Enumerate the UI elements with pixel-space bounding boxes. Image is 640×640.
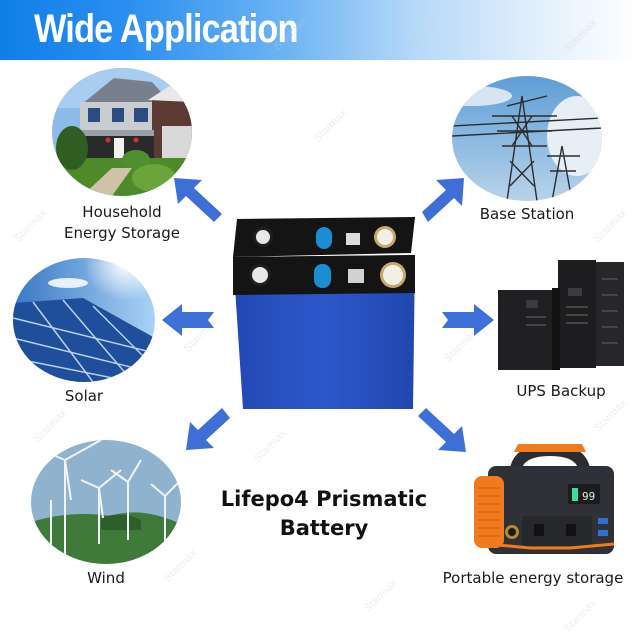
household-image xyxy=(52,68,192,196)
arrow-to-ups-icon xyxy=(442,304,494,336)
watermark: Starmax xyxy=(11,207,50,245)
base-station-image xyxy=(452,76,602,201)
arrow-to-household-icon xyxy=(174,178,222,222)
portable-label-text: Portable energy storage xyxy=(442,569,624,587)
base-station-label-text: Base Station xyxy=(479,205,575,223)
watermark: Starmax xyxy=(311,107,350,145)
watermark: Starmax xyxy=(361,577,400,615)
arrow-to-wind-icon xyxy=(186,408,230,450)
product-name-line1: Lifepo4 Prismatic xyxy=(220,487,428,511)
product-name: Lifepo4 Prismatic Battery xyxy=(212,485,436,543)
base-station-label: Base Station xyxy=(452,204,602,225)
ups-label-text: UPS Backup xyxy=(516,382,606,400)
solar-label: Solar xyxy=(13,386,155,407)
battery-image xyxy=(225,213,420,409)
portable-label: Portable energy storage xyxy=(430,568,636,589)
arrow-to-solar-icon xyxy=(162,304,214,336)
household-label-line2: Energy Storage xyxy=(64,224,180,242)
watermark: Starmax xyxy=(251,427,290,465)
portable-image: 99 xyxy=(470,440,620,558)
watermark: Starmax xyxy=(561,597,600,635)
arrow-to-base-station-icon xyxy=(422,178,464,222)
ups-image xyxy=(496,258,626,370)
wind-image xyxy=(31,440,181,564)
wind-label-text: Wind xyxy=(87,569,125,587)
household-label: Household Energy Storage xyxy=(52,202,192,244)
solar-image xyxy=(13,258,155,382)
product-name-line2: Battery xyxy=(279,516,369,540)
household-label-line1: Household xyxy=(82,203,162,221)
arrow-to-portable-icon xyxy=(418,408,466,452)
battery-display: 99 xyxy=(582,490,595,503)
watermark: Starmax xyxy=(31,407,70,445)
ups-label: UPS Backup xyxy=(496,381,626,402)
page-title: Wide Application xyxy=(34,7,299,51)
watermark: Starmax xyxy=(591,397,630,435)
header-banner: Wide Application xyxy=(0,0,640,60)
wind-label: Wind xyxy=(31,568,181,589)
solar-label-text: Solar xyxy=(64,387,104,405)
